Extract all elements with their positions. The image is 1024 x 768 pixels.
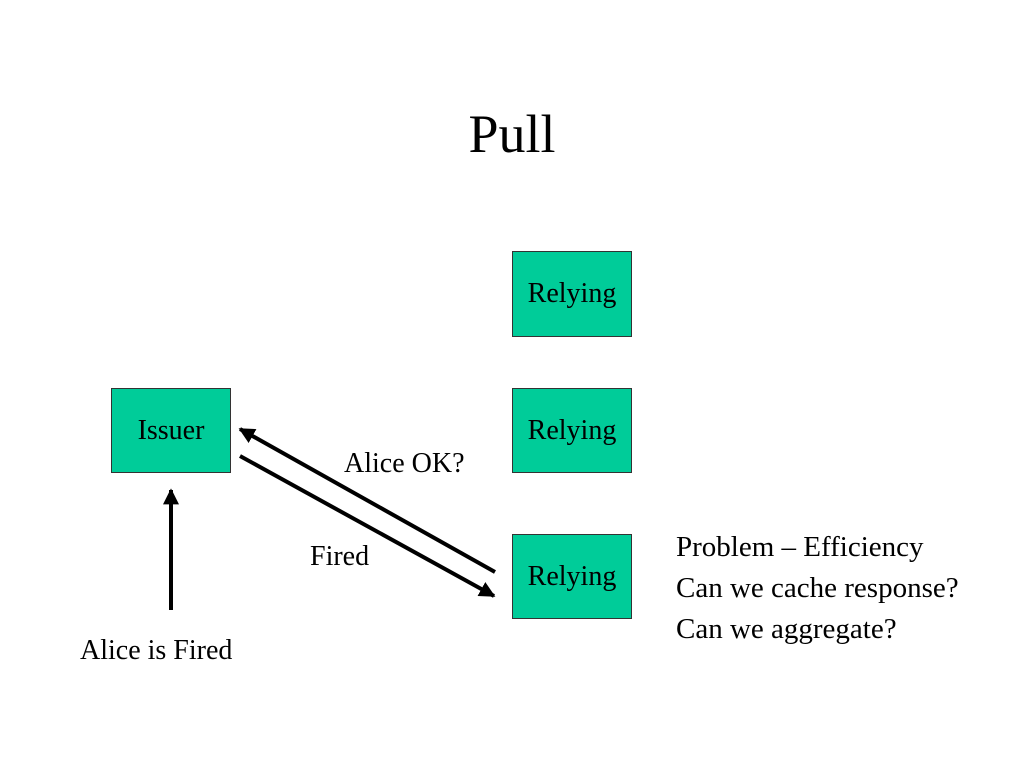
relying-box-bottom-label: Relying xyxy=(527,560,617,592)
response-label: Fired xyxy=(310,541,370,572)
issuer-box-label: Issuer xyxy=(137,414,205,446)
note-item: Can we aggregate? xyxy=(676,613,897,645)
note-item: Problem – Efficiency xyxy=(676,531,924,563)
query-arrow xyxy=(238,427,496,574)
relying-box-middle: Relying xyxy=(512,388,632,473)
response-arrow xyxy=(239,454,496,598)
relying-box-top: Relying xyxy=(512,251,632,337)
relying-box-middle-label: Relying xyxy=(527,414,617,446)
relying-box-top-label: Relying xyxy=(527,278,617,309)
event-label: Alice is Fired xyxy=(80,635,233,666)
issuer-box: Issuer xyxy=(111,388,231,473)
note-item: Can we cache response? xyxy=(676,572,959,604)
notes-list: Problem – Efficiency Can we cache respon… xyxy=(676,527,959,650)
query-label: Alice OK? xyxy=(344,448,465,479)
slide-title: Pull xyxy=(468,104,556,164)
relying-box-bottom: Relying xyxy=(512,534,632,619)
